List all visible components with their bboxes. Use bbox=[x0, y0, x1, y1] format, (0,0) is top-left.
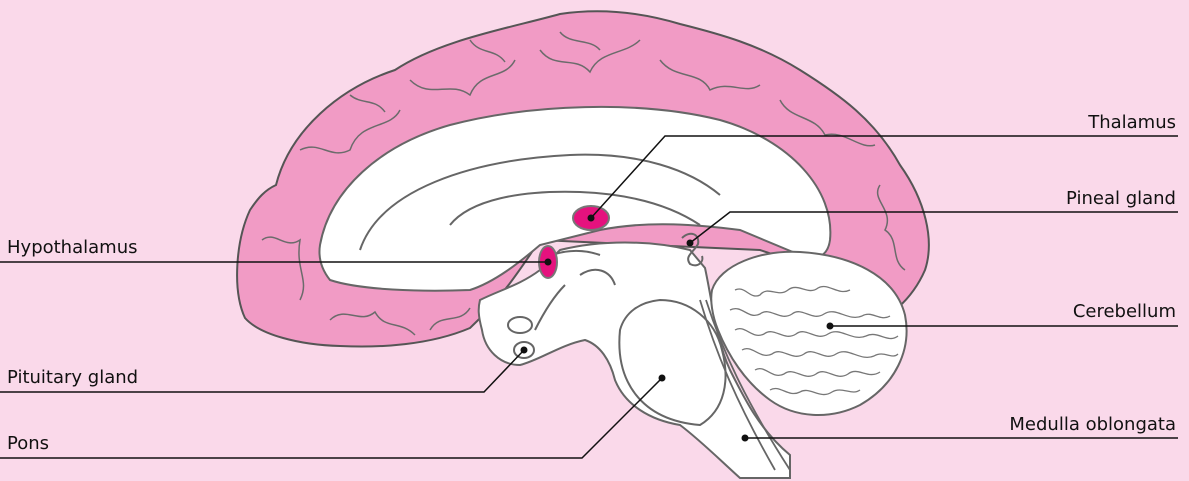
label-pons: Pons bbox=[7, 433, 49, 454]
dot-pons bbox=[659, 375, 666, 382]
label-hypothalamus: Hypothalamus bbox=[7, 237, 137, 258]
label-thalamus: Thalamus bbox=[1087, 112, 1176, 133]
label-cerebellum: Cerebellum bbox=[1073, 301, 1176, 322]
dot-cerebellum bbox=[827, 323, 834, 330]
dot-medulla bbox=[742, 435, 749, 442]
label-pituitary-gland: Pituitary gland bbox=[7, 367, 138, 388]
dot-pituitary bbox=[521, 347, 528, 354]
leader-pons bbox=[0, 378, 662, 458]
label-medulla-oblongata: Medulla oblongata bbox=[1009, 414, 1176, 435]
dot-pineal bbox=[687, 240, 694, 247]
dot-thalamus bbox=[588, 215, 595, 222]
label-pineal-gland: Pineal gland bbox=[1066, 188, 1176, 209]
dot-hypothalamus bbox=[545, 259, 552, 266]
